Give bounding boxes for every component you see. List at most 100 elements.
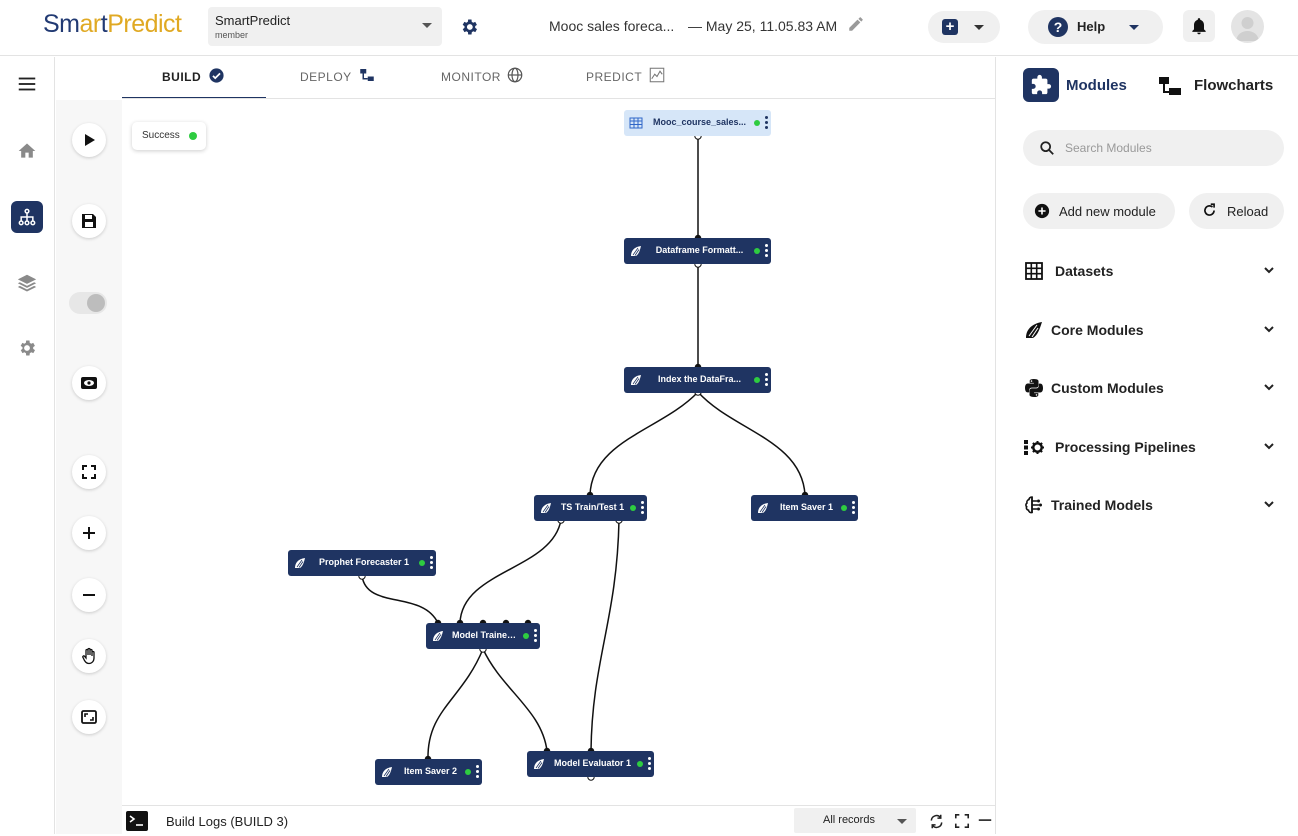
nav-layers[interactable] — [11, 267, 43, 299]
shell-icon — [433, 631, 443, 641]
logo-text-2: ar — [79, 10, 102, 38]
more-vertical-icon[interactable] — [765, 373, 768, 387]
terminal-icon[interactable] — [126, 811, 148, 831]
node-item-saver-1[interactable]: Item Saver 1 — [751, 495, 858, 521]
modules-tab-icon-button[interactable] — [1023, 68, 1059, 102]
add-new-module-button[interactable]: Add new module — [1023, 193, 1175, 229]
minimize-icon[interactable] — [977, 813, 993, 829]
node-item-saver-2[interactable]: Item Saver 2 — [375, 759, 482, 785]
more-vertical-icon[interactable] — [765, 244, 768, 258]
plus-icon: + — [942, 19, 958, 35]
category-trained-models[interactable]: Trained Models — [1023, 490, 1283, 520]
zoom-in-button[interactable] — [72, 516, 106, 550]
node-model-evaluator[interactable]: Model Evaluator 1 — [527, 751, 654, 777]
fit-view-icon — [81, 710, 97, 724]
search-input[interactable] — [1065, 139, 1265, 157]
tabs-divider — [122, 98, 995, 99]
puzzle-icon — [1031, 74, 1052, 95]
project-settings-icon[interactable] — [459, 17, 479, 37]
flowchart-icon[interactable] — [1158, 76, 1182, 96]
node-status-dot — [754, 248, 760, 254]
smartpredict-logo[interactable]: SmartPredict — [43, 10, 182, 39]
nav-home[interactable] — [11, 135, 43, 167]
category-datasets[interactable]: Datasets — [1023, 256, 1283, 286]
category-custom-modules[interactable]: Custom Modules — [1023, 373, 1283, 403]
add-menu-button[interactable]: + — [928, 11, 1000, 43]
pan-button[interactable] — [72, 639, 106, 673]
shell-icon — [541, 503, 551, 513]
node-ts-train-test[interactable]: TS Train/Test 1 — [534, 495, 647, 521]
node-model-trainer[interactable]: Model Trainer 1 — [426, 623, 540, 649]
node-label: Mooc_course_sales... — [652, 117, 747, 127]
node-status-dot — [630, 505, 636, 511]
more-vertical-icon[interactable] — [648, 757, 651, 771]
run-button[interactable] — [72, 123, 106, 157]
modules-tab-label[interactable]: Modules — [1066, 77, 1127, 94]
more-vertical-icon[interactable] — [765, 116, 768, 130]
node-status-dot — [754, 377, 760, 383]
more-vertical-icon[interactable] — [534, 629, 537, 643]
status-dot — [189, 132, 197, 140]
connection-prophet-trainer — [361, 575, 439, 624]
chevron-down-icon — [1264, 443, 1274, 450]
node-status-dot — [841, 505, 847, 511]
nav-settings[interactable] — [11, 332, 43, 364]
category-core-modules[interactable]: Core Modules — [1023, 315, 1283, 345]
node-dataframe-formatter[interactable]: Dataframe Formatt... — [624, 238, 771, 264]
shell-icon — [534, 759, 544, 769]
chevron-down-icon — [897, 819, 907, 824]
chevron-down-icon — [1264, 384, 1274, 391]
category-label: Datasets — [1055, 263, 1114, 279]
chevron-down-icon — [1129, 25, 1139, 30]
refresh-icon[interactable] — [928, 813, 945, 830]
node-label: Item Saver 1 — [779, 502, 834, 512]
reload-button[interactable]: Reload — [1189, 193, 1284, 229]
fit-view-button[interactable] — [72, 700, 106, 734]
notifications-button[interactable] — [1183, 10, 1215, 42]
project-select[interactable]: SmartPredict member — [208, 7, 442, 46]
modules-panel: Modules Flowcharts Add new module Reload… — [995, 57, 1298, 834]
nav-flowchart-builder[interactable] — [11, 201, 43, 233]
flowcharts-tab-label[interactable]: Flowcharts — [1194, 77, 1274, 94]
zoom-out-button[interactable] — [72, 578, 106, 612]
node-status-dot — [523, 633, 529, 639]
more-vertical-icon[interactable] — [852, 501, 855, 515]
flowchart-canvas[interactable]: Success Mooc_course_sales.. — [122, 100, 995, 805]
tab-monitor-label: MONITOR — [441, 70, 501, 84]
node-index-dataframe[interactable]: Index the DataFra... — [624, 367, 771, 393]
user-icon — [1236, 17, 1259, 41]
left-navigation-rail — [0, 57, 55, 834]
save-button[interactable] — [72, 204, 106, 238]
plus-icon — [83, 527, 95, 539]
node-label: TS Train/Test 1 — [560, 502, 625, 512]
more-vertical-icon[interactable] — [430, 556, 433, 570]
chevron-down-icon — [1264, 326, 1274, 333]
grid-icon — [1025, 262, 1043, 280]
module-search-box[interactable] — [1023, 130, 1284, 166]
preview-button[interactable] — [72, 366, 106, 400]
more-vertical-icon[interactable] — [476, 765, 479, 779]
node-prophet-forecaster[interactable]: Prophet Forecaster 1 — [288, 550, 436, 576]
flowchart-title: Mooc sales foreca... — [549, 18, 675, 34]
hamburger-menu-icon[interactable] — [16, 73, 38, 95]
connection-traintest-evaluator — [590, 519, 620, 752]
project-name: SmartPredict — [215, 13, 291, 28]
hand-icon — [82, 647, 95, 665]
category-processing-pipelines[interactable]: Processing Pipelines — [1023, 432, 1283, 462]
shell-icon — [631, 375, 641, 385]
shell-icon — [382, 767, 392, 777]
node-dataset[interactable]: Mooc_course_sales... — [624, 110, 771, 136]
node-label: Model Evaluator 1 — [553, 758, 632, 768]
fullscreen-button[interactable] — [72, 455, 106, 489]
help-button[interactable]: ? Help — [1028, 10, 1163, 44]
tab-monitor[interactable]: MONITOR — [426, 57, 546, 100]
more-vertical-icon[interactable] — [641, 501, 644, 515]
expand-icon[interactable] — [954, 813, 970, 829]
tab-predict[interactable]: PREDICT — [566, 57, 686, 100]
user-avatar[interactable] — [1231, 10, 1264, 43]
autosave-toggle[interactable] — [69, 292, 107, 314]
edit-pencil-icon[interactable] — [847, 15, 865, 33]
records-filter-select[interactable]: All records — [794, 808, 916, 833]
tab-build[interactable]: BUILD — [122, 57, 266, 100]
tab-deploy[interactable]: DEPLOY — [286, 57, 406, 100]
